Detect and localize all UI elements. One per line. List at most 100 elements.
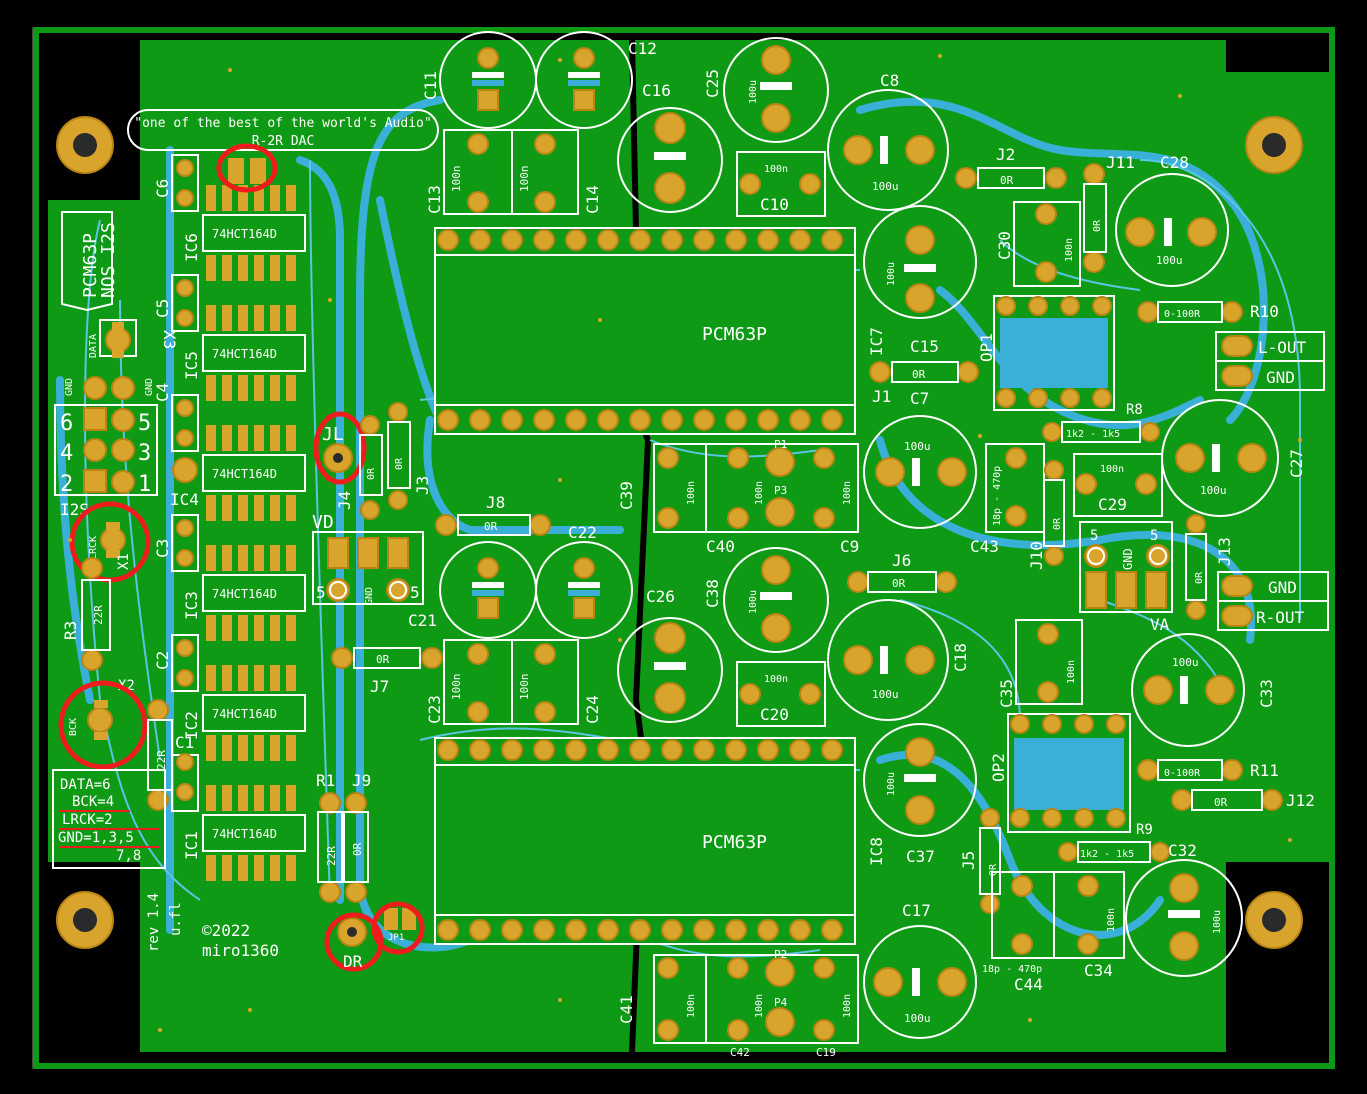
- pin-legend: DATA=6 BCK=4 LRCK=2 GND=1,3,5 7,8: [52, 769, 166, 869]
- j3-j4-resistors: 0R 0R J3 J4: [335, 402, 432, 520]
- svg-text:GND: GND: [144, 378, 155, 396]
- svg-text:C23: C23: [425, 695, 444, 724]
- svg-text:100n: 100n: [518, 166, 531, 193]
- svg-text:0-100R: 0-100R: [1164, 768, 1201, 779]
- slogan-box: [127, 109, 439, 151]
- svg-text:R1: R1: [316, 771, 335, 790]
- svg-text:JP1: JP1: [388, 933, 404, 943]
- vd-power-connector[interactable]: VD 5 GND 5: [312, 512, 424, 605]
- c41-c42-c19-group: P2 P4 100n 100n 100n C41 C42 C19: [617, 948, 859, 1059]
- c16-cap: C16: [617, 81, 723, 213]
- svg-text:C35: C35: [997, 679, 1016, 708]
- svg-text:DR: DR: [343, 952, 363, 971]
- svg-text:R9: R9: [1136, 822, 1153, 838]
- svg-text:C15: C15: [910, 337, 939, 356]
- svg-text:GND: GND: [1266, 368, 1295, 387]
- svg-text:0R: 0R: [1194, 571, 1205, 584]
- svg-text:DATA: DATA: [88, 334, 99, 358]
- svg-text:C4: C4: [153, 383, 172, 402]
- svg-text:C32: C32: [1168, 841, 1197, 860]
- svg-text:C5: C5: [153, 299, 172, 318]
- c21-c22-caps: C21 C22: [408, 523, 633, 639]
- side-title-2: NOS I2S: [98, 222, 119, 298]
- svg-text:100n: 100n: [764, 674, 788, 685]
- svg-text:22R: 22R: [325, 846, 338, 866]
- svg-text:P1: P1: [774, 438, 787, 451]
- svg-text:1k2 - 1k5: 1k2 - 1k5: [1066, 429, 1120, 440]
- svg-text:5: 5: [138, 411, 151, 436]
- svg-text:2: 2: [60, 472, 73, 497]
- svg-text:0R: 0R: [912, 368, 926, 381]
- c7-c15-group: 100u C15 0R J1 C7 100u: [863, 205, 979, 529]
- svg-text:100u: 100u: [904, 440, 931, 453]
- ic2-74hct164d: 74HCT164D IC2: [182, 665, 306, 761]
- c11-c12-caps: C11 C12: [421, 31, 657, 129]
- svg-text:1: 1: [138, 472, 151, 497]
- jl-jumper[interactable]: JL: [313, 411, 367, 485]
- svg-text:100u: 100u: [886, 262, 897, 286]
- x2-bck-connector: X2 BCK: [58, 678, 148, 770]
- svg-text:J13: J13: [1215, 537, 1234, 566]
- svg-text:C27: C27: [1287, 449, 1306, 478]
- svg-text:J4: J4: [335, 491, 354, 510]
- svg-text:0R: 0R: [351, 842, 364, 856]
- svg-text:VD: VD: [312, 512, 334, 533]
- svg-text:IC2: IC2: [182, 711, 201, 740]
- svg-text:PCM63P: PCM63P: [702, 324, 767, 345]
- svg-text:100n: 100n: [764, 164, 788, 175]
- mounting-hole-tr: [1245, 116, 1303, 174]
- svg-text:GND: GND: [364, 587, 375, 605]
- dr-jp1-group[interactable]: DR JP1: [324, 901, 425, 972]
- svg-text:P3: P3: [774, 484, 787, 497]
- ic4-74hct164d: 74HCT164D IC4: [170, 425, 306, 521]
- svg-text:C22: C22: [568, 523, 597, 542]
- svg-text:7,8: 7,8: [116, 848, 141, 864]
- svg-text:C28: C28: [1160, 153, 1189, 172]
- svg-text:C1: C1: [175, 733, 194, 752]
- svg-text:C42: C42: [730, 1046, 750, 1059]
- ic8-top-pins: [437, 739, 843, 761]
- svg-text:J12: J12: [1286, 791, 1315, 810]
- ic1-74hct164d: 74HCT164D IC1: [182, 785, 306, 881]
- svg-text:100u: 100u: [748, 590, 759, 614]
- slogan-text: "one of the best of the world's Audio": [134, 116, 431, 131]
- svg-text:R11: R11: [1250, 761, 1279, 780]
- svg-text:C9: C9: [840, 537, 859, 556]
- i2s-pin-header[interactable]: 6 4 2 5 3 1 I2S: [54, 376, 158, 519]
- svg-text:GND: GND: [64, 378, 75, 396]
- x3-data-connector: X3 DATA: [88, 319, 179, 358]
- svg-text:1k2 - 1k5: 1k2 - 1k5: [1080, 849, 1134, 860]
- svg-text:0R: 0R: [892, 577, 906, 590]
- c10-cap: 100n C10: [736, 151, 826, 217]
- svg-text:C29: C29: [1098, 495, 1127, 514]
- svg-text:100n: 100n: [842, 994, 853, 1018]
- svg-text:100n: 100n: [1064, 238, 1075, 262]
- svg-text:100n: 100n: [754, 481, 765, 505]
- svg-text:100n: 100n: [450, 674, 463, 701]
- svg-text:0R: 0R: [484, 520, 498, 533]
- svg-text:100u: 100u: [1212, 910, 1223, 934]
- svg-text:OP1: OP1: [977, 333, 996, 362]
- right-bottom-section: 100n C35 100u C33 OP2 0-100R R11 0R J12 …: [959, 619, 1315, 994]
- svg-text:LRCK=2: LRCK=2: [62, 812, 113, 828]
- ic7-bottom-pins: [437, 409, 843, 431]
- svg-text:100u: 100u: [1156, 254, 1183, 267]
- svg-text:5: 5: [1150, 528, 1158, 544]
- svg-text:J9: J9: [352, 771, 371, 790]
- svg-text:5: 5: [316, 583, 326, 602]
- jumper-top-smd[interactable]: [216, 143, 278, 193]
- svg-text:C13: C13: [425, 185, 444, 214]
- svg-text:0R: 0R: [394, 457, 405, 470]
- c20-cap: 100n C20: [736, 661, 826, 727]
- svg-text:22R: 22R: [155, 750, 168, 770]
- svg-text:LRCK: LRCK: [88, 536, 99, 560]
- ic8-pcm63p: PCM63P IC8: [434, 737, 886, 945]
- svg-text:100u: 100u: [872, 688, 899, 701]
- svg-text:100u: 100u: [1172, 656, 1199, 669]
- decoupling-caps: C6 C5 C4 C3 C2 C1: [153, 154, 199, 812]
- svg-text:74HCT164D: 74HCT164D: [212, 707, 277, 721]
- ic7-pcm63p: PCM63P IC7: [434, 227, 886, 435]
- svg-text:C44: C44: [1014, 975, 1043, 994]
- c39-c40-c9-group: P1 P3 100n 100n 100n C39 C40 C9: [617, 438, 859, 556]
- svg-text:R3: R3: [61, 621, 80, 640]
